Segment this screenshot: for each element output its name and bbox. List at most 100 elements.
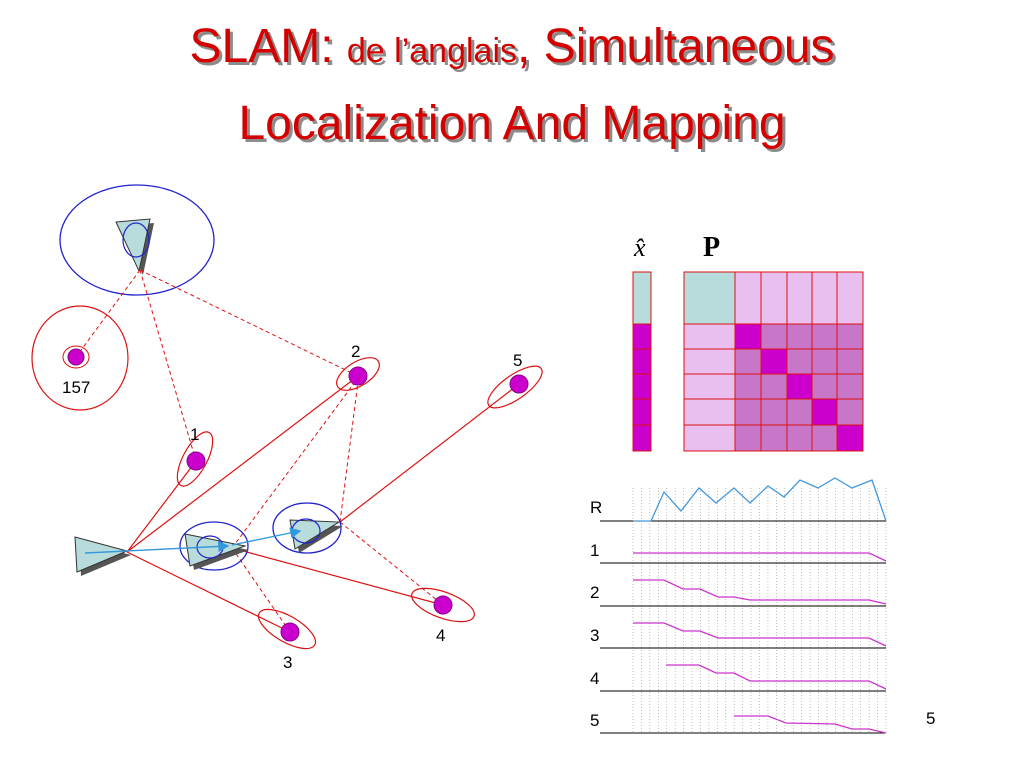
covariance-matrix xyxy=(683,271,864,452)
obs-initial-2 xyxy=(139,269,359,377)
state-vector-lm-1 xyxy=(632,323,652,350)
robot-pose-0 xyxy=(74,536,131,576)
cov-landmark-robot-1 xyxy=(683,323,736,350)
observation-timeline xyxy=(600,477,887,734)
obs-initial-1 xyxy=(139,269,197,462)
title-prefix: SLAM: xyxy=(189,20,347,73)
cov-landmark-robot-5 xyxy=(683,424,736,452)
timeline-rows-label-5: 5 xyxy=(590,711,599,730)
cov-robot-landmark-1 xyxy=(734,271,762,325)
robot-initial xyxy=(59,184,215,296)
timeline-rows-label-4: 4 xyxy=(590,669,599,688)
title-suffix: , Simultaneous xyxy=(517,20,835,73)
cov-cell-3-2 xyxy=(760,373,788,400)
obs-initial-157 xyxy=(75,269,141,358)
landmark-157: 157 xyxy=(31,305,129,411)
landmark-1-uncertainty xyxy=(176,431,214,487)
trajectory-segment-2 xyxy=(231,527,302,546)
state-vector-lm-4 xyxy=(632,398,652,426)
landmark-5: 5 xyxy=(487,351,543,409)
landmark-3-uncertainty xyxy=(257,608,317,650)
state-vector-lm-3 xyxy=(632,373,652,400)
landmark-2: 2 xyxy=(336,342,380,391)
covariance-label: P xyxy=(703,232,720,263)
obs-r0-2 xyxy=(126,375,359,553)
cov-cell-5-4 xyxy=(811,424,838,452)
cov-cell-2-2 xyxy=(760,348,788,375)
cov-cell-1-4 xyxy=(811,323,838,350)
cov-cell-5-1 xyxy=(734,424,762,452)
cov-robot-block xyxy=(683,271,736,325)
landmark-3: 3 xyxy=(257,608,317,672)
cov-cell-2-4 xyxy=(811,348,838,375)
cov-cell-3-3 xyxy=(786,373,813,400)
title-small: de l’anglais xyxy=(346,32,517,70)
cov-cell-1-5 xyxy=(836,323,864,350)
state-vector-header: x̂ xyxy=(633,233,646,262)
robot-trajectory xyxy=(84,527,302,554)
cov-cell-2-5 xyxy=(836,348,864,375)
timeline-rows-label-R: R xyxy=(590,498,602,517)
slide-title: SLAM: de l’anglais, Simultaneous Localiz… xyxy=(0,14,1024,157)
cov-cell-4-1 xyxy=(734,398,762,426)
cov-cell-2-3 xyxy=(786,348,813,375)
robot-pose-1 xyxy=(179,521,249,571)
landmark-4-uncertainty xyxy=(411,587,475,623)
cov-cell-1-1 xyxy=(734,323,762,350)
state-vector-robot xyxy=(632,271,652,325)
cov-cell-4-2 xyxy=(760,398,788,426)
obs-r0-3 xyxy=(126,551,291,633)
trajectory-segment-1 xyxy=(84,540,230,554)
timeline-landmark-3-trace xyxy=(633,622,887,647)
landmark-157-inner xyxy=(62,345,90,369)
landmark-5-uncertainty xyxy=(487,365,543,409)
robot-initial-uncertainty xyxy=(59,184,215,296)
cov-cell-3-4 xyxy=(811,373,838,400)
cov-cell-1-2 xyxy=(760,323,788,350)
cov-cell-4-5 xyxy=(836,398,864,426)
cov-cell-4-4 xyxy=(811,398,838,426)
cov-cell-5-5 xyxy=(836,424,864,452)
obs-r2-4 xyxy=(339,521,444,606)
cov-cell-1-3 xyxy=(786,323,813,350)
cov-cell-3-5 xyxy=(836,373,864,400)
timeline-R-trace xyxy=(633,477,887,522)
timeline-landmark-1-trace xyxy=(633,552,887,562)
obs-r1-4 xyxy=(231,547,444,606)
cov-robot-landmark-4 xyxy=(811,271,838,325)
obs-r2-5 xyxy=(339,383,520,523)
title-line-1: SLAM: de l’anglais, Simultaneous xyxy=(0,14,1024,91)
robot-pose-2-uncertainty xyxy=(272,502,342,554)
cov-cell-4-3 xyxy=(786,398,813,426)
slide-number: 5 xyxy=(926,709,935,728)
landmark-3-label: 3 xyxy=(283,653,292,672)
landmark-157-dot xyxy=(67,348,85,366)
landmark-157-label: 157 xyxy=(62,378,90,397)
timeline-rows-label-1: 1 xyxy=(590,541,599,560)
landmark-5-dot xyxy=(509,374,529,394)
solid-observations xyxy=(126,375,520,633)
landmark-4: 4 xyxy=(411,587,475,645)
state-vector xyxy=(632,271,652,452)
landmark-4-dot xyxy=(433,595,453,615)
landmark-1-label: 1 xyxy=(190,425,199,444)
robot-initial-inner-ellipse xyxy=(122,222,150,258)
dashed-observations xyxy=(75,269,444,633)
cov-landmark-robot-4 xyxy=(683,398,736,426)
landmark-4-label: 4 xyxy=(436,626,445,645)
timeline-landmark-5-trace xyxy=(734,715,887,734)
landmark-3-dot xyxy=(280,622,300,642)
cov-cell-3-1 xyxy=(734,373,762,400)
cov-cell-5-2 xyxy=(760,424,788,452)
landmark-2-uncertainty xyxy=(336,357,380,391)
landmark-5-label: 5 xyxy=(513,351,522,370)
landmark-1-dot xyxy=(186,451,206,471)
landmark-1: 1 xyxy=(176,425,214,487)
obs-r2-2 xyxy=(339,381,359,523)
timeline-landmark-4-trace xyxy=(666,664,887,690)
state-vector-lm-5 xyxy=(632,424,652,452)
cov-cell-5-3 xyxy=(786,424,813,452)
cov-landmark-robot-3 xyxy=(683,373,736,400)
timeline-landmark-2-trace xyxy=(633,579,887,605)
